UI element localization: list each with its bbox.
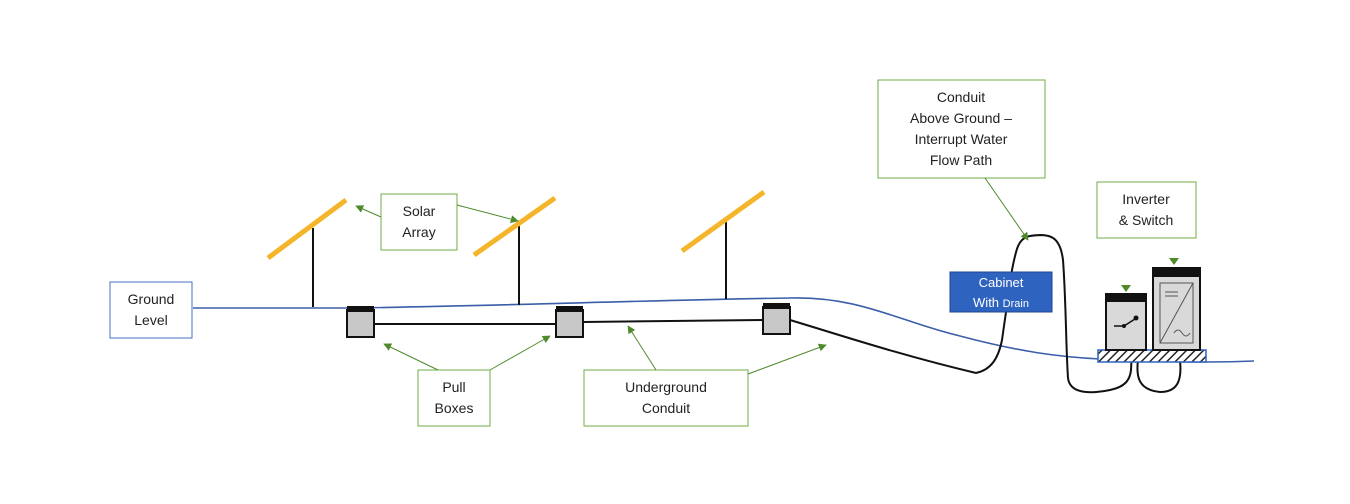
triangle-marker-icon	[1169, 258, 1179, 265]
underground-conduit-line-2: Conduit	[642, 400, 690, 416]
solar-panel-3	[680, 189, 766, 299]
solar-array-line-2: Array	[402, 224, 435, 240]
solar-array-line-1: Solar	[403, 203, 436, 219]
ground-level-line-2: Level	[134, 312, 167, 328]
conduit-above-line-4: Flow Path	[930, 152, 992, 168]
cabinet-label-line-1: Cabinet	[979, 275, 1024, 290]
inverter	[1152, 267, 1201, 351]
solar-array-callout: Solar Array	[355, 193, 519, 251]
pull-boxes-callout: Pull Boxes	[383, 335, 551, 427]
underground-conduit-callout: Underground Conduit	[583, 325, 827, 427]
cabinet-label-line-2: With Drain	[973, 295, 1029, 310]
pull-box-3	[762, 303, 791, 335]
pull-box-2	[555, 306, 584, 338]
pull-box-1	[346, 306, 375, 338]
inverter-switch-callout: Inverter & Switch	[1096, 181, 1197, 239]
inverter-switch-line-1: Inverter	[1122, 191, 1170, 207]
underground-conduit-line	[374, 319, 977, 374]
pull-boxes-line-1: Pull	[442, 379, 465, 395]
cabinet-with-drain: Cabinet With Drain	[949, 271, 1053, 313]
conduit-above-ground-callout: Conduit Above Ground – Interrupt Water F…	[877, 79, 1046, 241]
cabinet-label-drain: Drain	[1003, 298, 1029, 310]
switch-symbol-icon	[1114, 315, 1139, 328]
disconnect-switch	[1105, 293, 1147, 351]
inverter-symbol-icon	[1159, 282, 1194, 344]
ground-level-label: Ground Level	[109, 281, 193, 339]
equipment-loop-conduit	[1136, 359, 1182, 394]
ground-level-line-1: Ground	[128, 291, 175, 307]
solar-panel-2	[472, 195, 557, 305]
conduit-above-line-3: Interrupt Water	[915, 131, 1008, 147]
pull-boxes-line-2: Boxes	[435, 400, 474, 416]
equipment-pad	[1097, 349, 1207, 363]
conduit-above-line-2: Above Ground –	[910, 110, 1012, 126]
cabinet-label-with: With	[973, 295, 999, 310]
inverter-switch-line-2: & Switch	[1119, 212, 1173, 228]
conduit-above-line-1: Conduit	[937, 89, 985, 105]
underground-conduit-line-1: Underground	[625, 379, 707, 395]
triangle-marker-icon	[1121, 285, 1131, 292]
solar-panel-1	[266, 197, 348, 307]
